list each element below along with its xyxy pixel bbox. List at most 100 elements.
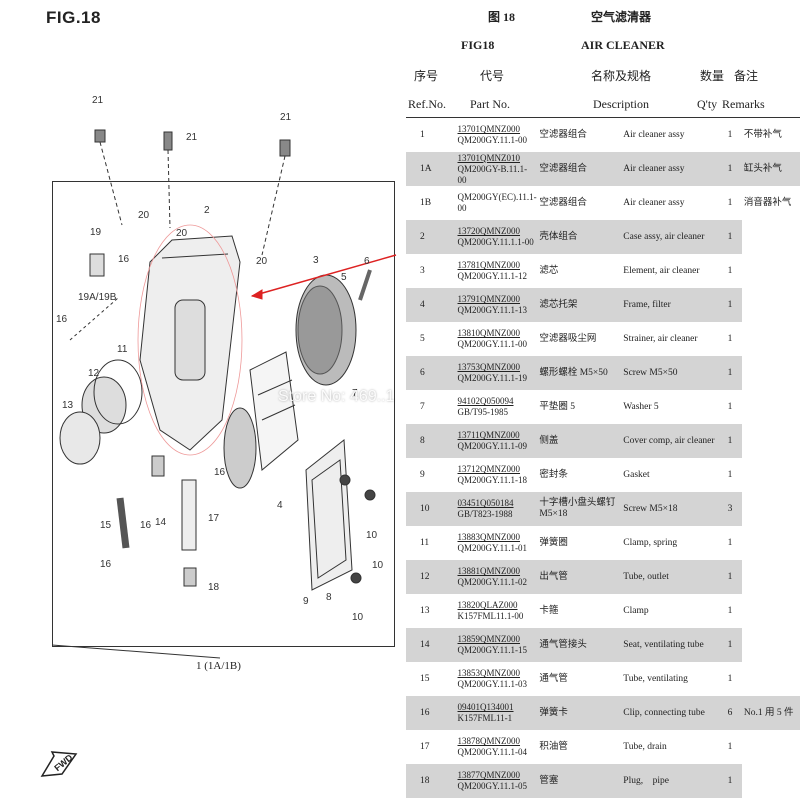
desc-en-cell: Clip, connecting tube <box>621 696 719 730</box>
desc-en-cell: Clamp, spring <box>623 537 678 548</box>
callout-5: 5 <box>341 272 347 283</box>
name-cn-cell: 弹簧圈 <box>539 537 568 548</box>
part-no-secondary: GB/T823-1988 <box>457 509 513 519</box>
part-no-primary: 13701QMNZ010 <box>457 152 521 163</box>
ref-cell: 12 <box>406 560 456 594</box>
col-ref-cn: 序号 <box>414 69 439 83</box>
part-no-secondary: QM200GY.11.1-00 <box>457 339 528 349</box>
callout-20-a: 20 <box>138 210 150 221</box>
title-en: AIR CLEANER <box>581 38 665 52</box>
desc-en-cell: Gasket <box>623 469 650 480</box>
part-no-primary: 13781QMNZ000 <box>457 260 521 270</box>
ref-cell: 7 <box>420 401 425 412</box>
part-no-secondary: QM200GY.11.1-00 <box>457 135 528 145</box>
qty-cell: 1 <box>727 673 733 684</box>
part-no-secondary: QM200GY.11.1-02 <box>457 577 528 587</box>
desc-en-cell: Frame, filter <box>621 288 719 322</box>
part-no-secondary: QM200GY.11.1.1-00 <box>457 237 534 247</box>
qty-cell: 6 <box>718 696 742 730</box>
qty-cell: 1 <box>727 741 733 752</box>
part-no-secondary: QM200GY.11.1-19 <box>457 373 528 383</box>
desc-en-cell: Tube, drain <box>623 741 667 752</box>
ref-cell: 13 <box>420 605 430 616</box>
part-no-secondary: QM200GY.11.1-13 <box>457 305 528 315</box>
col-part-cn: 代号 <box>480 69 505 83</box>
part-no-secondary: QM200GY.11.1-15 <box>457 645 528 655</box>
qty-cell: 1 <box>727 537 733 548</box>
ref-cell: 4 <box>406 288 456 322</box>
col-desc-cn: 名称及规格 <box>591 69 652 83</box>
desc-en-cell: Plug, pipe <box>621 764 719 798</box>
callout-19a-19b: 19A/19B <box>78 292 117 303</box>
part-no-secondary: QM200GY.11.1-04 <box>457 747 528 757</box>
col-ref-en: Ref.No. <box>408 97 446 111</box>
callout-20-b: 20 <box>176 228 188 239</box>
col-part-en: Part No. <box>470 97 510 111</box>
ref-cell: 18 <box>406 764 456 798</box>
ref-cell: 14 <box>406 628 456 662</box>
part-no-primary: 13701QMNZ000 <box>457 124 521 134</box>
table-top-rule <box>406 117 800 118</box>
desc-en-cell: Seat, ventilating tube <box>621 628 719 662</box>
assembly-label: 1 (1A/1B) <box>196 660 241 672</box>
ref-cell: 5 <box>420 333 425 344</box>
part-no-secondary: K157FML11.1-00 <box>457 611 524 621</box>
ref-cell: 9 <box>420 469 425 480</box>
figure-label: FIG.18 <box>46 8 101 27</box>
name-cn-cell: 侧盖 <box>537 424 622 458</box>
callout-16-e: 16 <box>100 559 112 570</box>
desc-en-cell: Air cleaner assy <box>623 129 685 140</box>
callout-2: 2 <box>204 205 210 216</box>
part-no-primary: 13878QMNZ000 <box>457 736 521 746</box>
part-no-primary: 13877QMNZ000 <box>457 770 521 780</box>
name-cn-cell: 十字槽小盘头螺钉 M5×18 <box>537 492 622 526</box>
ref-cell: 11 <box>420 537 430 548</box>
qty-cell: 1 <box>727 401 733 412</box>
part-no-primary: 13711QMNZ000 <box>457 430 520 440</box>
desc-en-cell: Element, air cleaner <box>623 265 700 276</box>
callout-10-c: 10 <box>372 560 384 571</box>
part-no-secondary: QM200GY-B.11.1-00 <box>457 163 528 185</box>
part-no-secondary: QM200GY.11.1-09 <box>457 441 528 451</box>
part-no-primary: 13820QLAZ000 <box>457 600 518 610</box>
name-cn-cell: 密封条 <box>539 469 568 480</box>
part-no-secondary: K157FML11-1 <box>457 713 513 723</box>
ref-cell: 2 <box>406 220 456 254</box>
remarks-cell: No.1 用 5 件 <box>741 696 800 730</box>
qty-cell: 1 <box>718 356 742 390</box>
remarks-cell <box>742 526 800 560</box>
ref-cell: 1 <box>420 129 425 140</box>
qty-cell: 1 <box>727 265 733 276</box>
ref-cell: 6 <box>406 356 456 390</box>
remarks-cell <box>742 424 800 458</box>
qty-cell: 1 <box>718 288 742 322</box>
qty-cell: 3 <box>718 492 742 526</box>
name-cn-cell: 出气管 <box>537 560 622 594</box>
desc-en-cell: Tube, outlet <box>621 560 719 594</box>
callout-21-a: 21 <box>92 95 104 106</box>
qty-cell: 1 <box>718 560 742 594</box>
desc-en-cell: Clamp <box>623 605 649 616</box>
qty-cell: 1 <box>727 197 733 208</box>
col-rem-cn: 备注 <box>734 69 759 83</box>
ref-cell: 1A <box>406 152 456 186</box>
